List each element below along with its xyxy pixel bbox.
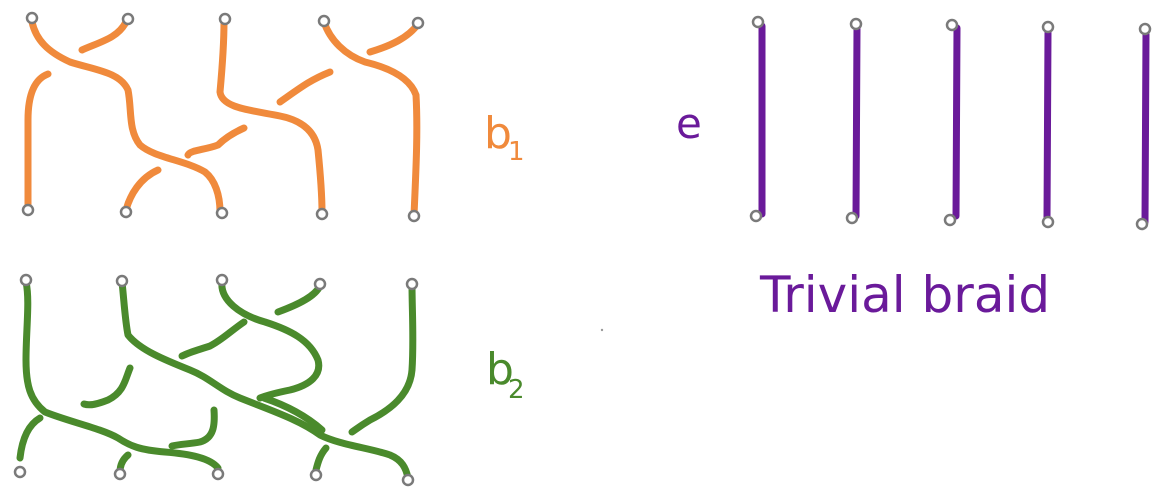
b2-strand <box>312 444 330 474</box>
e-label: e <box>676 99 702 148</box>
b2-node <box>113 467 127 481</box>
braid-b1 <box>21 11 425 223</box>
b1-strand <box>366 20 422 56</box>
e-strand <box>952 24 961 220</box>
e-node <box>943 213 957 227</box>
e-node <box>1041 20 1055 34</box>
b2-strand <box>118 278 412 482</box>
e-strand <box>1141 30 1150 226</box>
b2-strand <box>22 278 222 472</box>
b1-node <box>317 14 331 28</box>
b2-strand <box>260 394 326 434</box>
e-node <box>751 15 765 29</box>
stray-dot <box>600 328 604 332</box>
b2-node <box>401 473 415 487</box>
b1-strand <box>216 18 326 216</box>
b1-node <box>21 203 35 217</box>
b2-strand <box>274 282 324 316</box>
e-strand <box>852 24 861 220</box>
trivial-braid-caption: Trivial braid <box>759 266 1050 324</box>
b2-node <box>19 273 33 287</box>
braid-b2 <box>13 273 419 487</box>
b2-node <box>13 465 27 479</box>
b1-strand <box>320 18 421 219</box>
b1-node <box>411 16 425 30</box>
b2-node <box>309 468 323 482</box>
b2-node <box>115 274 129 288</box>
b2-strand <box>80 364 134 409</box>
b1-node <box>121 12 135 26</box>
b2-strand <box>348 280 417 436</box>
b1-strand <box>122 166 162 214</box>
b2-subscript: 2 <box>508 375 525 405</box>
b1-strand <box>28 18 224 216</box>
b2-node <box>313 277 327 291</box>
b1-subscript: 1 <box>508 137 525 167</box>
e-node <box>845 211 859 225</box>
braid-e <box>749 15 1152 231</box>
b1-strand <box>276 68 334 106</box>
e-strand <box>1043 28 1052 222</box>
b1-node <box>215 206 229 220</box>
e-node <box>749 209 763 223</box>
b2-strand <box>178 318 248 360</box>
b2-strand <box>218 278 323 402</box>
e-node <box>849 17 863 31</box>
b1-node <box>119 205 133 219</box>
b1-node <box>25 11 39 25</box>
b1-strand <box>184 124 248 159</box>
b2-strand <box>168 406 218 450</box>
e-node <box>1135 217 1149 231</box>
e-node <box>1041 215 1055 229</box>
b2-label: b <box>486 344 514 395</box>
b1-node <box>407 209 421 223</box>
b2-node <box>405 277 419 291</box>
b1-label: b <box>484 108 512 159</box>
b2-node <box>215 273 229 287</box>
b1-strand <box>24 70 52 214</box>
b2-node <box>211 467 225 481</box>
b1-node <box>315 207 329 221</box>
b1-strand <box>78 18 130 54</box>
e-node <box>945 18 959 32</box>
e-node <box>1138 22 1152 36</box>
b2-strand <box>16 414 44 462</box>
b1-node <box>218 12 232 26</box>
